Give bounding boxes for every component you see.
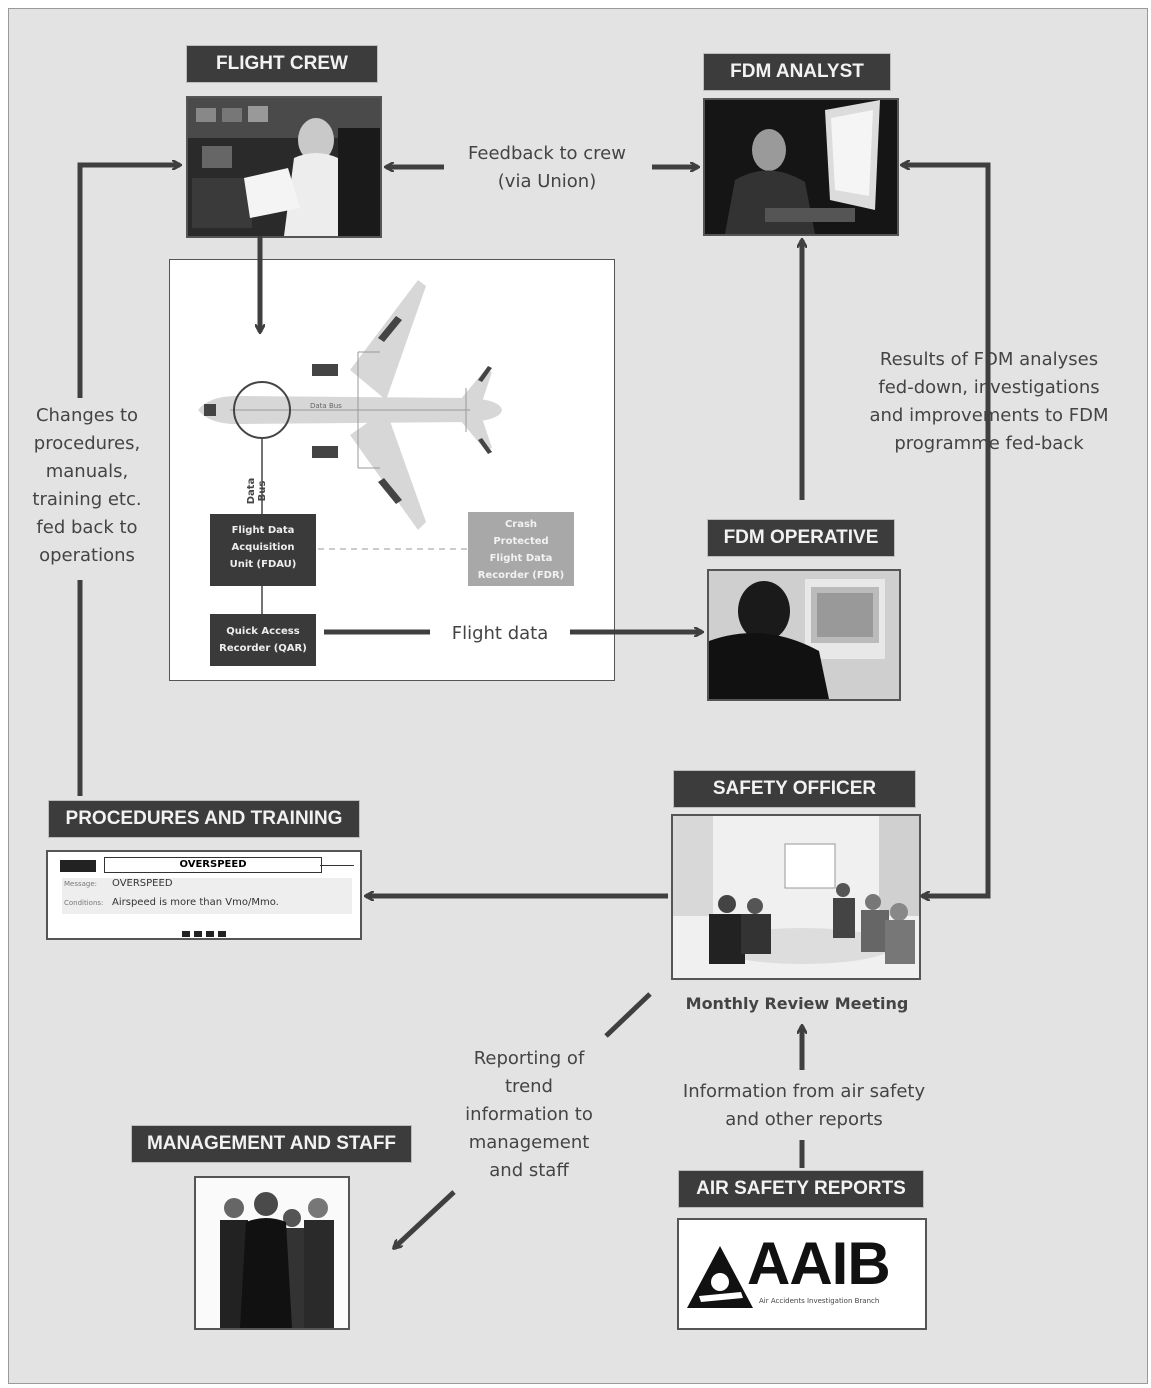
procedure-row2-key: Conditions: (64, 899, 104, 907)
monthly-review-label: Monthly Review Meeting (685, 994, 909, 1013)
aircraft-wing-top (350, 280, 426, 400)
management-staff-photo (194, 1176, 350, 1330)
feedback-label: Feedback to crew(via Union) (468, 143, 626, 192)
aaib-subtitle: Air Accidents Investigation Branch (759, 1297, 880, 1305)
aaib-triangle-icon (687, 1246, 753, 1308)
aaib-logo: AAIB Air Accidents Investigation Branch (677, 1218, 927, 1330)
fdm-analyst-header: FDM ANALYST (703, 53, 891, 91)
data-bus-horizontal-label: Data Bus (310, 402, 342, 410)
procedure-card-dots (182, 922, 226, 941)
safety-officer-photo (671, 814, 921, 980)
arrow-reporting-to-management (394, 1190, 456, 1248)
fdm-analyst-photo (703, 98, 899, 236)
management-staff-header: MANAGEMENT AND STAFF (131, 1125, 412, 1163)
engine-bottom-left (312, 446, 338, 458)
flight-crew-header: FLIGHT CREW (186, 45, 378, 83)
line-meeting-to-reporting (604, 992, 652, 1038)
engine-bottom-right (378, 478, 402, 504)
procedure-card: OVERSPEED Message: OVERSPEED Conditions:… (46, 850, 362, 940)
flight-data-label: Flight data (451, 623, 549, 644)
procedure-row2-value: Airspeed is more than Vmo/Mmo. (112, 897, 279, 908)
procedure-row1-value: OVERSPEED (112, 878, 173, 889)
arrow-changes-to-crew (77, 165, 180, 796)
arrow-results-to-safety (922, 468, 991, 896)
fdm-operative-photo (707, 569, 901, 701)
procedures-training-header: PROCEDURES AND TRAINING (48, 800, 360, 838)
aaib-logo-text: AAIB (747, 1230, 891, 1297)
air-safety-reports-header: AIR SAFETY REPORTS (678, 1170, 924, 1208)
fdm-operative-header: FDM OPERATIVE (707, 519, 895, 557)
flight-crew-photo (186, 96, 382, 238)
safety-officer-header: SAFETY OFFICER (673, 770, 916, 808)
arrow-results-to-analyst (902, 165, 991, 468)
engine-top-right (378, 316, 402, 342)
engine-top-left (312, 364, 338, 376)
procedure-row1-key: Message: (64, 880, 98, 888)
aircraft-wing-bottom (350, 410, 426, 530)
